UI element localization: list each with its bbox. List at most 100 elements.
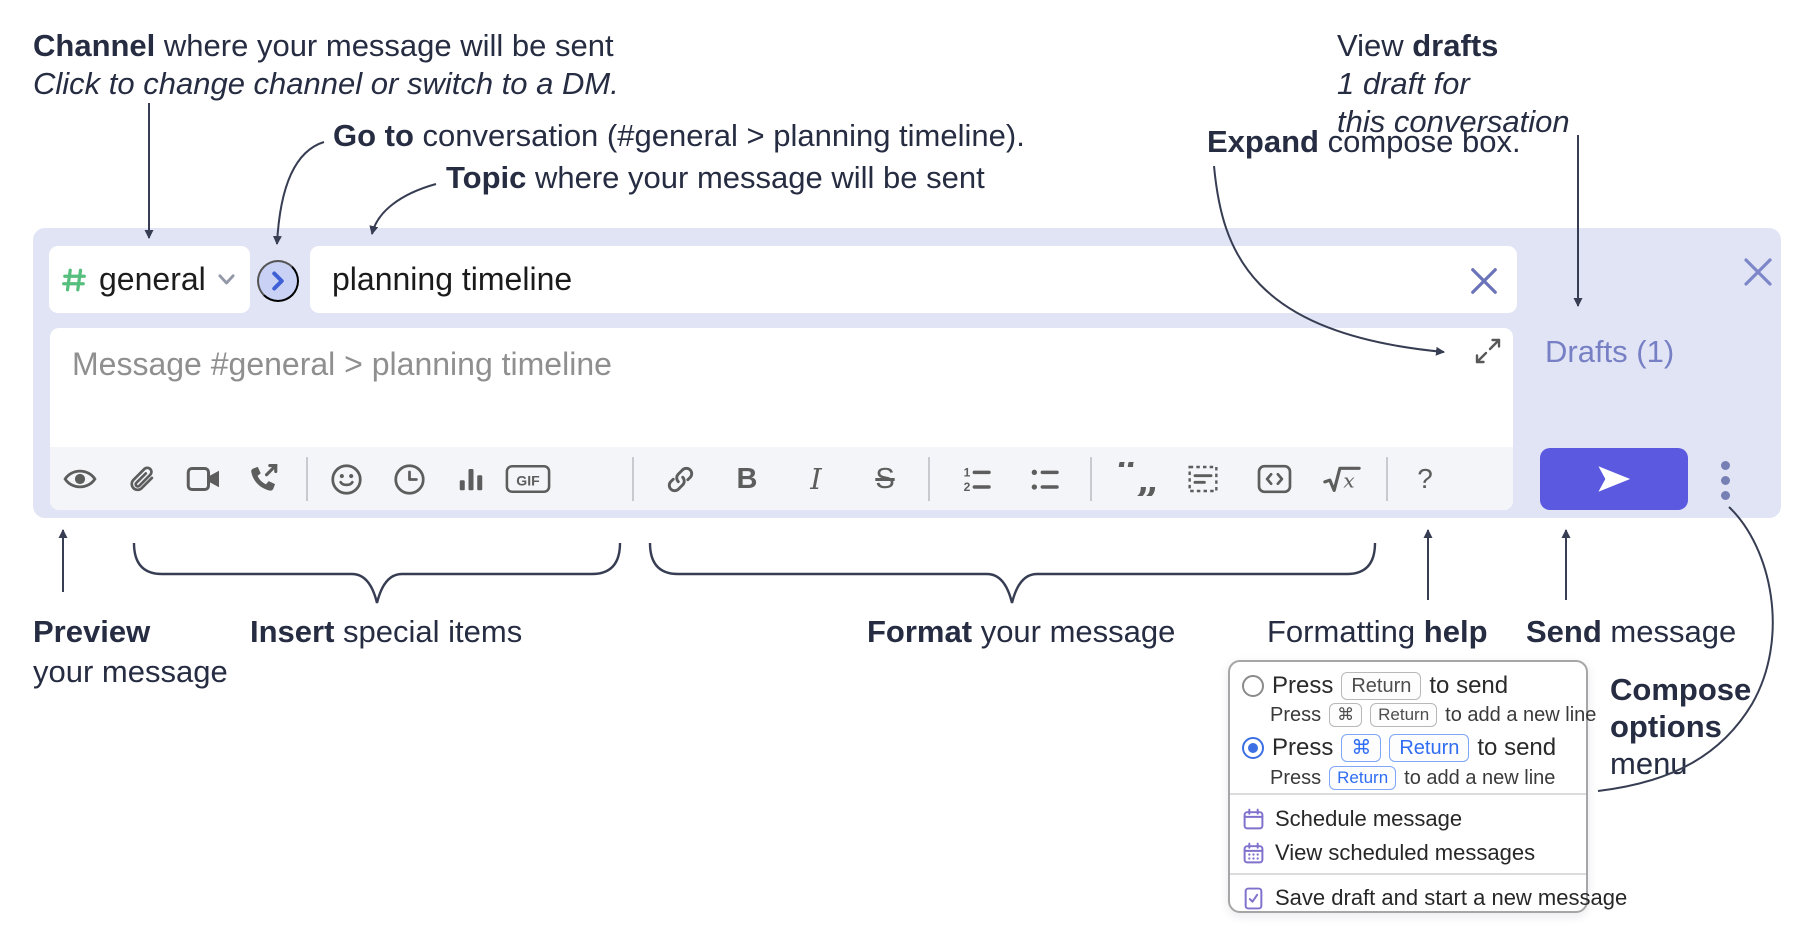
question-icon: ? (1417, 463, 1433, 494)
option1-sub-tail: to add a new line (1445, 703, 1597, 726)
send-shortcut-option-2[interactable]: Press ⌘ Return to send (1242, 734, 1556, 762)
clock-icon (393, 463, 425, 495)
popup-divider (1230, 873, 1586, 875)
send-icon (1598, 466, 1631, 492)
send-shortcut-option-1[interactable]: Press Return to send (1242, 672, 1508, 700)
channel-selector[interactable]: general (49, 246, 250, 313)
menu-item-view-scheduled[interactable]: View scheduled messages (1242, 840, 1535, 866)
code-button[interactable] (1251, 455, 1297, 503)
menu-item-save-draft[interactable]: Save draft and start a new message (1242, 885, 1627, 911)
annotation-format: Format your message (867, 614, 1175, 650)
bulleted-list-button[interactable] (1022, 455, 1068, 503)
compose-options-button[interactable] (1706, 452, 1744, 508)
svg-text:“: “ (1116, 462, 1139, 496)
annotation-drafts-line2: 1 draft for (1337, 66, 1470, 101)
gif-label: GIF (516, 472, 540, 488)
close-icon (1471, 268, 1497, 294)
bold-button[interactable]: B (724, 455, 770, 503)
hash-icon (62, 268, 86, 291)
chevron-down-icon (218, 273, 235, 284)
annotation-channel-bold: Channel (33, 28, 156, 63)
spoiler-icon (1188, 465, 1218, 493)
spoiler-button[interactable] (1180, 455, 1226, 503)
annotation-topic-bold: Topic (446, 160, 527, 195)
close-icon (1744, 258, 1772, 286)
strikethrough-icon: S (875, 462, 895, 495)
radio-selected-icon[interactable] (1242, 737, 1264, 759)
goto-conversation-button[interactable] (257, 260, 299, 302)
poll-button[interactable] (448, 455, 494, 503)
annotation-insert-bold: Insert (250, 614, 335, 649)
toolbar-divider (928, 457, 930, 501)
toolbar-divider (1090, 457, 1092, 501)
gif-button[interactable]: GIF (505, 455, 551, 503)
annotation-help-bold: help (1423, 614, 1488, 649)
numbered-list-icon: 12 (964, 465, 991, 494)
annotation-send-bold: Send (1526, 614, 1602, 649)
compose-close-button[interactable] (1740, 254, 1776, 290)
annotation-topic: Topic where your message will be sent (446, 160, 985, 196)
attach-file-button[interactable] (118, 455, 164, 503)
topic-clear-button[interactable] (1462, 259, 1506, 303)
menu-item-schedule-message[interactable]: Schedule message (1242, 806, 1462, 832)
annotation-channel-line2: Click to change channel or switch to a D… (33, 66, 619, 101)
bold-icon: B (736, 462, 758, 495)
topic-input[interactable] (310, 246, 1517, 313)
annotation-drafts-pre: View (1337, 28, 1413, 63)
menu-item-label: Save draft and start a new message (1275, 885, 1628, 910)
annotation-expand-bold: Expand (1207, 124, 1319, 159)
return-key-chip: Return (1370, 703, 1438, 727)
quote-button[interactable]: “„ (1113, 455, 1159, 503)
option1-sub-lead: Press (1270, 703, 1322, 726)
option2-tail: to send (1477, 734, 1557, 761)
annotation-preview-line1: Preview (33, 614, 151, 649)
svg-text:2: 2 (964, 480, 971, 494)
annotation-drafts-line1: View drafts (1337, 28, 1498, 64)
drafts-link[interactable]: Drafts (1) (1545, 334, 1675, 369)
annotation-insert: Insert special items (250, 614, 522, 650)
radio-unselected-icon[interactable] (1242, 675, 1264, 697)
svg-text:„: „ (1136, 462, 1156, 496)
voice-call-button[interactable] (240, 455, 286, 503)
link-button[interactable] (657, 455, 703, 503)
cmd-key-chip: ⌘ (1341, 734, 1382, 762)
menu-item-label: Schedule message (1275, 806, 1463, 831)
send-shortcut-option-2-sub: Press Return to add a new line (1270, 766, 1555, 790)
insert-brace (132, 542, 622, 604)
schedule-time-button[interactable] (386, 455, 432, 503)
annotation-channel-line1: Channel where your message will be sent (33, 28, 614, 64)
option2-lead: Press (1272, 734, 1334, 761)
annotation-format-bold: Format (867, 614, 973, 649)
expand-compose-button[interactable] (1468, 331, 1508, 371)
send-shortcut-option-1-sub: Press ⌘ Return to add a new line (1270, 703, 1596, 727)
annotation-formatting-help: Formatting help (1267, 614, 1488, 650)
annotation-insert-rest: special items (334, 614, 523, 649)
message-input[interactable] (50, 328, 1513, 446)
paperclip-icon (130, 466, 154, 492)
annotation-compose-options-line3: menu (1610, 746, 1688, 781)
expand-icon (1475, 338, 1501, 364)
annotation-topic-rest: where your message will be sent (526, 160, 985, 195)
return-key-chip: Return (1341, 672, 1422, 700)
option2-sub-tail: to add a new line (1404, 766, 1556, 789)
preview-button[interactable] (57, 455, 103, 503)
video-call-button[interactable] (181, 455, 227, 503)
emoji-button[interactable] (323, 455, 369, 503)
annotation-compose-options-line2: options (1610, 709, 1722, 744)
math-icon: x (1323, 466, 1361, 493)
link-icon (667, 466, 693, 492)
italic-button[interactable]: I (793, 455, 839, 503)
topic-curve (369, 183, 437, 235)
send-button[interactable] (1540, 448, 1688, 510)
annotation-drafts-bold: drafts (1412, 28, 1499, 63)
formatting-help-button[interactable]: ? (1402, 455, 1448, 503)
strikethrough-button[interactable]: S (862, 455, 908, 503)
channel-name: general (99, 261, 206, 297)
option2-sub-lead: Press (1270, 766, 1322, 789)
math-button[interactable]: x (1319, 455, 1365, 503)
gif-icon: GIF (505, 464, 551, 494)
annotation-help-pre: Formatting (1267, 614, 1424, 649)
return-key-chip: Return (1329, 766, 1397, 790)
